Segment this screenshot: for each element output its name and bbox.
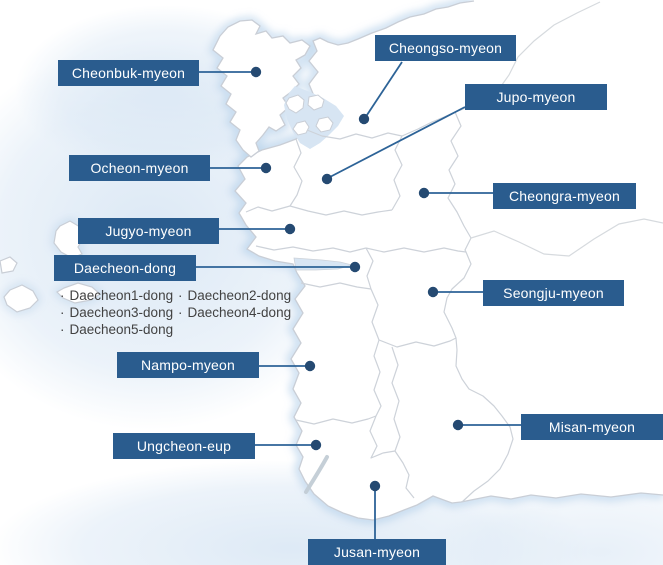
region-cheonbuk [212,19,311,158]
dot-misan [452,419,464,431]
label-connectors [196,61,521,539]
district-label-seongju[interactable]: Seongju-myeon [483,280,624,306]
connector-jupo [327,106,466,179]
district-label-jusan[interactable]: Jusan-myeon [308,539,446,565]
district-label-ungcheon[interactable]: Ungcheon-eup [113,433,255,459]
bullet-icon: · [178,288,183,303]
dot-cheongra [418,187,430,199]
dot-seongju [427,286,439,298]
offshore-islands [0,220,101,313]
sub-district-daecheon3: ·Daecheon3-dong [60,305,174,320]
bullet-icon: · [60,322,65,337]
connector-cheongso [364,61,403,119]
archipelago-inlet [284,86,344,149]
district-label-jupo[interactable]: Jupo-myeon [465,84,607,110]
district-borders [245,111,514,503]
bullet-icon: · [178,305,183,320]
marker-dots [250,66,464,492]
dot-jupo [321,173,333,185]
sub-district-daecheon2: ·Daecheon2-dong [178,288,292,303]
district-label-ocheon[interactable]: Ocheon-myeon [69,155,210,181]
district-label-daecheon[interactable]: Daecheon-dong [54,255,196,281]
dot-daecheon [349,261,361,273]
district-label-jugyo[interactable]: Jugyo-myeon [78,218,219,244]
bullet-icon: · [60,305,65,320]
coastline [234,0,663,521]
dot-cheongso [358,113,370,125]
district-label-nampo[interactable]: Nampo-myeon [117,352,259,378]
dot-jusan [369,480,381,492]
district-label-cheongso[interactable]: Cheongso-myeon [375,35,516,61]
dot-cheonbuk [250,66,262,78]
district-label-cheonbuk[interactable]: Cheonbuk-myeon [58,60,199,86]
dot-jugyo [284,223,296,235]
sub-district-daecheon5: ·Daecheon5-dong [60,322,174,337]
district-label-misan[interactable]: Misan-myeon [521,414,663,440]
dot-ocheon [260,162,272,174]
region-mainland [235,0,663,520]
district-label-cheongra[interactable]: Cheongra-myeon [493,183,636,209]
dot-ungcheon [310,439,322,451]
dot-nampo [304,360,316,372]
sub-district-daecheon4: ·Daecheon4-dong [178,305,292,320]
bullet-icon: · [60,288,65,303]
sub-district-daecheon1: ·Daecheon1-dong [60,288,174,303]
river [304,455,329,494]
